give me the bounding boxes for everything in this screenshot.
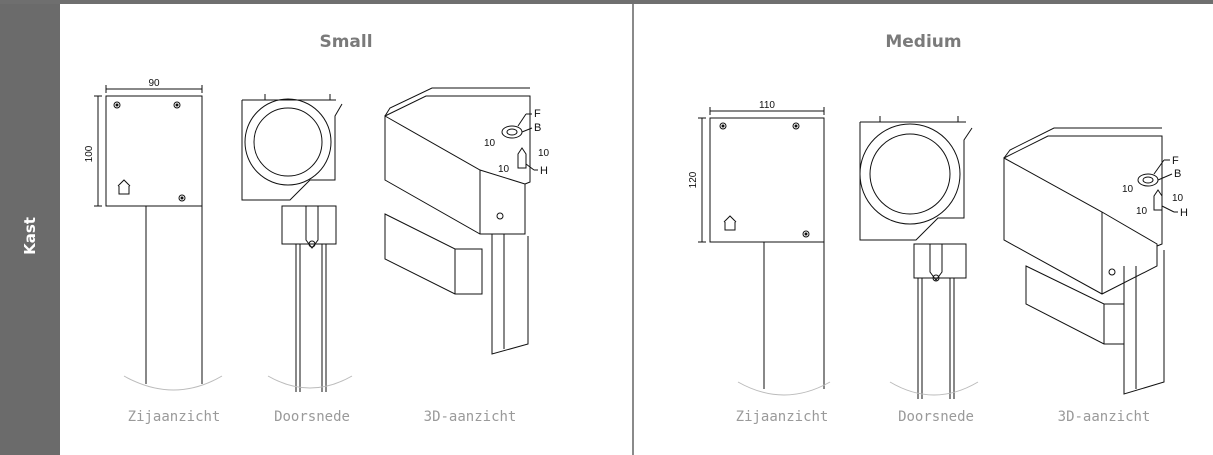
medium-dim-d3: 10 xyxy=(1136,206,1148,217)
small-dim-d3: 10 xyxy=(498,164,510,175)
panel-divider xyxy=(632,4,634,455)
small-dim-d2: 10 xyxy=(538,148,550,159)
small-caption-3d: 3D-aanzicht xyxy=(423,409,517,425)
sidebar-label: Kast xyxy=(21,217,39,255)
small-callout-h: H xyxy=(540,165,548,177)
small-drawings: 90 100 xyxy=(84,78,550,392)
medium-height-dim: 120 xyxy=(688,171,699,188)
medium-section-view xyxy=(859,116,979,399)
medium-3d-view xyxy=(1003,127,1178,395)
medium-caption-section: Doorsnede xyxy=(898,409,974,425)
panel-title: Small xyxy=(319,32,373,52)
small-width-dim: 90 xyxy=(148,78,160,89)
medium-callout-h: H xyxy=(1180,207,1188,219)
sidebar: Kast xyxy=(0,4,60,455)
small-dim-d1: 10 xyxy=(484,138,496,149)
small-callout-f: F xyxy=(534,108,541,120)
small-3d-view xyxy=(384,87,538,355)
medium-caption-side: Zijaanzicht xyxy=(735,409,829,425)
top-rule xyxy=(0,0,1213,4)
panel-small: Small 90 100 xyxy=(60,4,632,455)
medium-width-dim: 110 xyxy=(759,100,775,111)
small-section-view xyxy=(241,94,353,392)
medium-side-view xyxy=(698,107,831,396)
medium-dim-d1: 10 xyxy=(1122,184,1134,195)
medium-drawings: 110 120 xyxy=(688,100,1188,399)
medium-caption-3d: 3D-aanzicht xyxy=(1057,409,1151,425)
medium-callout-b: B xyxy=(1174,168,1181,180)
small-height-dim: 100 xyxy=(84,145,95,162)
small-callout-b: B xyxy=(534,122,541,134)
medium-callout-f: F xyxy=(1172,155,1179,167)
small-caption-section: Doorsnede xyxy=(274,409,350,425)
small-side-view xyxy=(94,85,223,391)
small-caption-side: Zijaanzicht xyxy=(127,409,221,425)
panel-medium: Medium 110 120 xyxy=(634,4,1213,455)
medium-dim-d2: 10 xyxy=(1172,193,1184,204)
panel-title: Medium xyxy=(885,32,962,52)
